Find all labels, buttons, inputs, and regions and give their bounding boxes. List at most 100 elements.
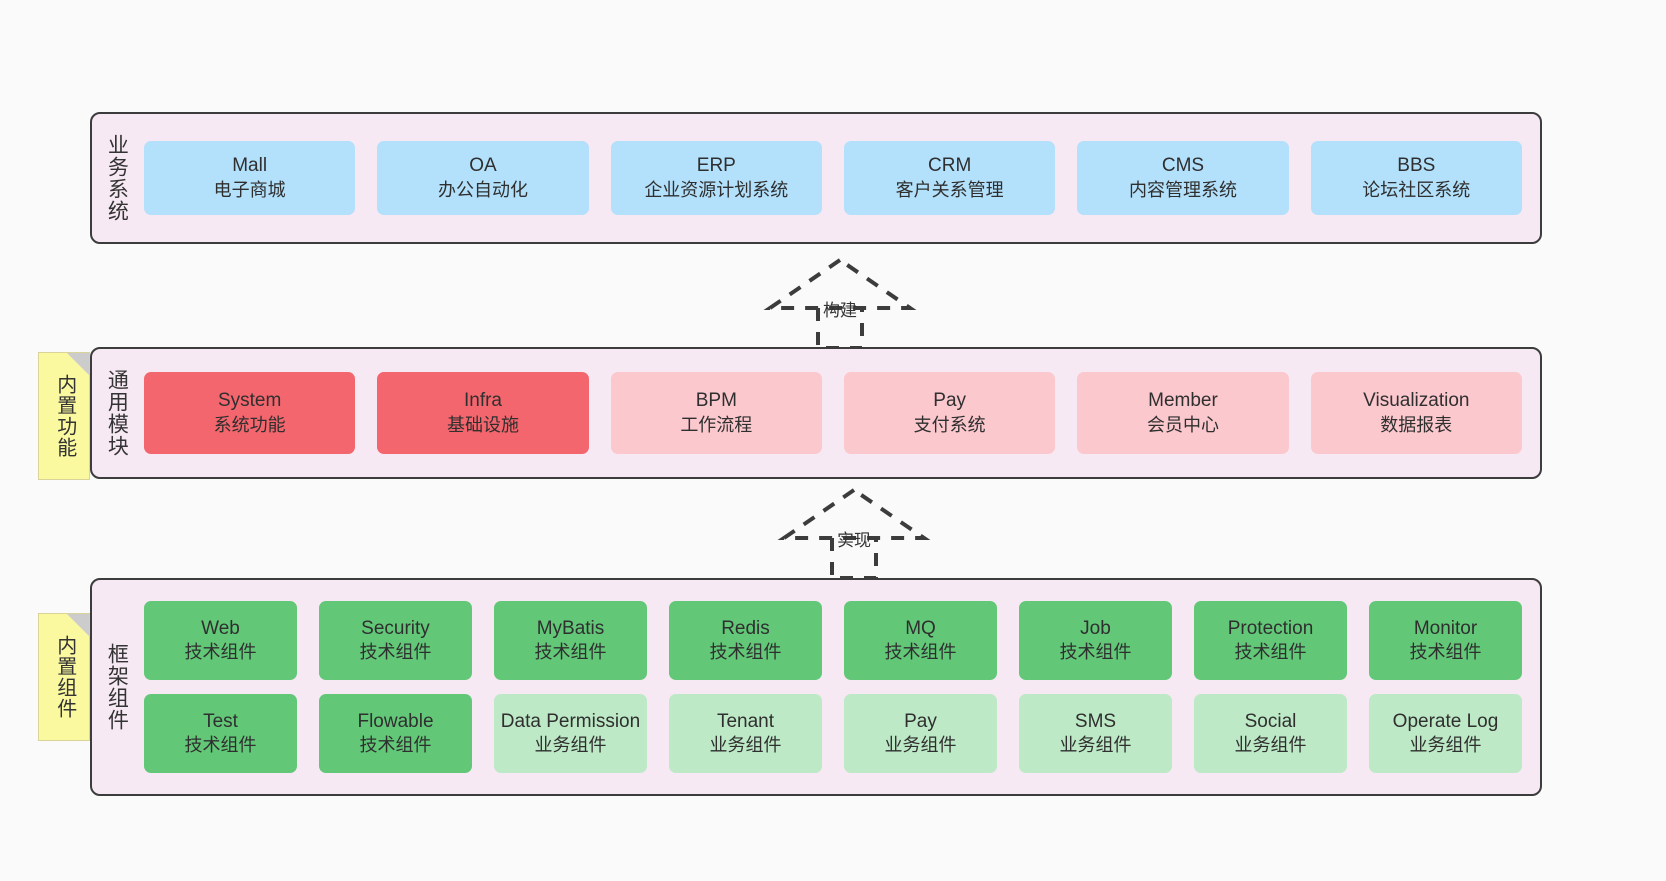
card-subtitle: 客户关系管理 [895, 179, 1004, 200]
card-subtitle: 技术组件 [1234, 642, 1307, 663]
card-security[interactable]: Security 技术组件 [319, 601, 472, 680]
card-subtitle: 技术组件 [1059, 642, 1132, 663]
layer-business-systems: 业务系统 Mall 电子商城 OA 办公自动化 ERP 企业资源计划系统 CRM… [90, 112, 1542, 244]
card-subtitle: 技术组件 [184, 642, 257, 663]
layer-title-business: 业务系统 [105, 134, 129, 222]
card-name: Data Permission [500, 710, 641, 732]
card-subtitle: 技术组件 [534, 642, 607, 663]
card-cms[interactable]: CMS 内容管理系统 [1077, 141, 1289, 215]
card-name: MQ [905, 617, 936, 639]
card-pay-module[interactable]: Pay 支付系统 [843, 372, 1056, 454]
card-member[interactable]: Member 会员中心 [1077, 372, 1289, 454]
card-bbs[interactable]: BBS 论坛社区系统 [1310, 141, 1522, 215]
card-data-permission[interactable]: Data Permission 业务组件 [494, 694, 647, 773]
card-mybatis[interactable]: MyBatis 技术组件 [494, 601, 647, 680]
card-name: BPM [695, 390, 737, 412]
layer-common-modules: 通用模块 System 系统功能 Infra 基础设施 BPM 工作流程 Pay… [90, 347, 1542, 479]
card-subtitle: 技术组件 [184, 735, 257, 756]
sticky-note-label: 内置组件 [53, 635, 76, 719]
layer-framework-components: 框架组件 Web 技术组件 Security 技术组件 MyBatis 技术组件… [90, 578, 1542, 796]
card-row: Test 技术组件 Flowable 技术组件 Data Permission … [144, 694, 1522, 773]
sticky-note-builtin-components: 内置组件 [38, 613, 90, 741]
connector-label: 实现 [837, 531, 871, 550]
card-name: BBS [1397, 155, 1436, 177]
card-subtitle: 内容管理系统 [1128, 179, 1237, 200]
card-subtitle: 企业资源计划系统 [644, 179, 789, 200]
card-subtitle: 业务组件 [534, 735, 607, 756]
card-name: Protection [1227, 617, 1314, 639]
card-name: CRM [928, 155, 972, 177]
connector-implement: 实现 [776, 487, 932, 580]
card-bpm[interactable]: BPM 工作流程 [610, 372, 822, 454]
card-job[interactable]: Job 技术组件 [1019, 601, 1172, 680]
card-name: Pay [933, 390, 967, 412]
card-crm[interactable]: CRM 客户关系管理 [843, 141, 1056, 215]
card-test[interactable]: Test 技术组件 [144, 694, 297, 773]
card-subtitle: 业务组件 [884, 735, 957, 756]
card-subtitle: 业务组件 [1059, 735, 1132, 756]
card-subtitle: 技术组件 [884, 642, 957, 663]
card-name: Job [1080, 617, 1111, 639]
card-name: ERP [696, 155, 736, 177]
card-name: System [217, 390, 282, 412]
card-name: Flowable [357, 710, 434, 732]
card-row: Web 技术组件 Security 技术组件 MyBatis 技术组件 Redi… [144, 601, 1522, 680]
card-protection[interactable]: Protection 技术组件 [1194, 601, 1347, 680]
layer-body-framework: Web 技术组件 Security 技术组件 MyBatis 技术组件 Redi… [140, 580, 1540, 794]
card-infra[interactable]: Infra 基础设施 [377, 372, 589, 454]
card-subtitle: 业务组件 [709, 735, 782, 756]
card-name: Pay [904, 710, 937, 732]
card-flowable[interactable]: Flowable 技术组件 [319, 694, 472, 773]
card-sms[interactable]: SMS 业务组件 [1019, 694, 1172, 773]
card-name: Web [201, 617, 240, 639]
layer-title-framework: 框架组件 [105, 643, 129, 731]
card-name: Mall [232, 155, 268, 177]
sticky-note-label: 内置功能 [53, 374, 76, 458]
card-subtitle: 电子商城 [213, 179, 286, 200]
layer-body-modules: System 系统功能 Infra 基础设施 BPM 工作流程 Pay 支付系统… [140, 349, 1540, 477]
card-system[interactable]: System 系统功能 [144, 372, 356, 454]
card-name: Visualization [1363, 390, 1470, 412]
card-oa[interactable]: OA 办公自动化 [377, 141, 589, 215]
connector-build: 构建 [762, 257, 918, 350]
connector-stem-icon [830, 538, 878, 580]
card-visualization[interactable]: Visualization 数据报表 [1310, 372, 1522, 454]
card-name: MyBatis [536, 617, 605, 639]
card-subtitle: 业务组件 [1234, 735, 1307, 756]
connector-label: 构建 [823, 301, 857, 320]
layer-title-modules: 通用模块 [105, 369, 129, 457]
card-name: OA [469, 155, 497, 177]
card-name: Redis [721, 617, 770, 639]
generalization-triangle-icon [763, 257, 917, 310]
card-mall[interactable]: Mall 电子商城 [144, 141, 356, 215]
card-mq[interactable]: MQ 技术组件 [844, 601, 997, 680]
card-subtitle: 系统功能 [213, 414, 286, 435]
card-subtitle: 论坛社区系统 [1362, 179, 1471, 200]
card-subtitle: 技术组件 [359, 735, 432, 756]
card-name: Member [1148, 390, 1218, 412]
card-tenant[interactable]: Tenant 业务组件 [669, 694, 822, 773]
connector-stem-icon [816, 308, 864, 350]
card-subtitle: 业务组件 [1409, 735, 1482, 756]
card-name: Security [361, 617, 430, 639]
card-subtitle: 工作流程 [680, 414, 753, 435]
card-subtitle: 技术组件 [359, 642, 432, 663]
card-monitor[interactable]: Monitor 技术组件 [1369, 601, 1522, 680]
card-web[interactable]: Web 技术组件 [144, 601, 297, 680]
card-subtitle: 会员中心 [1146, 414, 1219, 435]
card-erp[interactable]: ERP 企业资源计划系统 [610, 141, 822, 215]
card-subtitle: 技术组件 [709, 642, 782, 663]
card-redis[interactable]: Redis 技术组件 [669, 601, 822, 680]
note-fold-icon [67, 353, 89, 375]
card-name: Monitor [1413, 617, 1478, 639]
card-social[interactable]: Social 业务组件 [1194, 694, 1347, 773]
card-name: Infra [463, 390, 502, 412]
generalization-triangle-icon [777, 487, 931, 540]
card-name: SMS [1074, 710, 1117, 732]
card-name: Test [203, 710, 238, 732]
card-pay-component[interactable]: Pay 业务组件 [844, 694, 997, 773]
card-operate-log[interactable]: Operate Log 业务组件 [1369, 694, 1522, 773]
card-row: Mall 电子商城 OA 办公自动化 ERP 企业资源计划系统 CRM 客户关系… [144, 141, 1522, 215]
card-subtitle: 基础设施 [446, 414, 519, 435]
